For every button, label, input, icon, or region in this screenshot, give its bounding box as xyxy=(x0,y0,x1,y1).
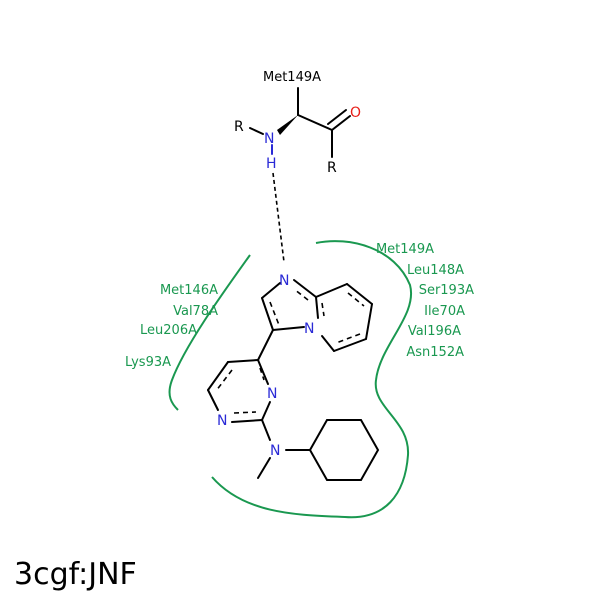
bond-6ring-3 xyxy=(365,303,373,340)
amine-n-atom: N xyxy=(270,443,280,459)
residue-label-right: Met149A xyxy=(376,242,434,257)
aromatic-5ring-2 xyxy=(293,288,309,301)
hydrogen-bond xyxy=(272,172,285,263)
bond-6ring-5 xyxy=(321,335,335,352)
cyclohexyl-ring xyxy=(308,419,380,481)
residue-label-left: Leu206A xyxy=(140,323,197,338)
bond-6ring-2 xyxy=(346,283,373,305)
backbone-r1-label: R xyxy=(234,119,244,135)
bond-pyr-3 xyxy=(207,389,219,411)
bond-pyr-4 xyxy=(231,419,263,423)
residue-label-right: Ile70A xyxy=(424,304,465,319)
residue-label-right: Ser193A xyxy=(419,283,474,298)
bond-link xyxy=(257,329,274,361)
residue-label-right: Val196A xyxy=(408,324,461,339)
aromatic-pyr-2 xyxy=(233,411,257,414)
bond-pyr-2 xyxy=(207,361,229,391)
bond-5ring-5 xyxy=(293,279,317,298)
backbone-fragment: Met149A N H O R R xyxy=(234,70,361,176)
backbone-o-atom: O xyxy=(350,105,361,121)
amine-cyclohexyl: N xyxy=(257,419,380,481)
aromatic-6ring-1 xyxy=(347,292,365,307)
residue-label-left: Lys93A xyxy=(125,355,171,370)
residue-label-left: Val78A xyxy=(173,304,218,319)
backbone-r2-label: R xyxy=(327,160,337,176)
wedge-bond-ca-n xyxy=(277,115,298,135)
pocket-curve-right xyxy=(211,240,413,519)
diagram-title: 3cgf:JNF xyxy=(14,557,137,592)
residue-label-right: Asn152A xyxy=(406,345,464,360)
ring-n-bridge: N xyxy=(304,321,314,337)
aromatic-6ring-3 xyxy=(321,302,325,317)
ring-n-top: N xyxy=(279,273,289,289)
bond-c-namine xyxy=(261,419,271,441)
bond-c-o-1 xyxy=(331,115,351,131)
residues-left: Met146A Val78A Leu206A Lys93A xyxy=(125,283,218,370)
pyrimidine-n-2: N xyxy=(217,413,227,429)
bond-r-n xyxy=(249,127,264,135)
bond-6ring-1 xyxy=(315,283,348,298)
residue-label-right: Leu148A xyxy=(407,263,464,278)
pyrimidine-ring: N N xyxy=(207,359,277,429)
bond-n-methyl xyxy=(257,457,271,479)
aromatic-6ring-2 xyxy=(335,333,361,344)
bond-5ring-4 xyxy=(315,296,319,319)
bond-pyr-1 xyxy=(227,359,259,363)
bond-6ring-4 xyxy=(333,338,367,352)
aromatic-pyr-1 xyxy=(215,369,233,392)
pyrimidine-n-1: N xyxy=(267,386,277,402)
bond-pyr-6 xyxy=(257,359,269,385)
aromatic-5ring-1 xyxy=(269,301,280,326)
bond-5ring-2 xyxy=(261,297,274,331)
imidazopyridine-ring: N N xyxy=(261,273,373,352)
backbone-n-atom: N xyxy=(264,131,274,147)
pocket-curve-left xyxy=(168,254,251,411)
aromatic-pyr-3 xyxy=(259,367,265,381)
bond-5ring-1 xyxy=(261,282,281,299)
residue-label-left: Met146A xyxy=(160,283,218,298)
residues-right: Met149A Leu148A Ser193A Ile70A Val196A A… xyxy=(376,242,474,360)
bond-5ring-3 xyxy=(272,326,305,331)
backbone-residue-label: Met149A xyxy=(263,70,321,85)
backbone-h-atom: H xyxy=(266,156,277,172)
bond-pyr-5 xyxy=(261,401,271,421)
bond-c-o-2 xyxy=(327,109,347,125)
bond-ca-c xyxy=(297,114,333,131)
